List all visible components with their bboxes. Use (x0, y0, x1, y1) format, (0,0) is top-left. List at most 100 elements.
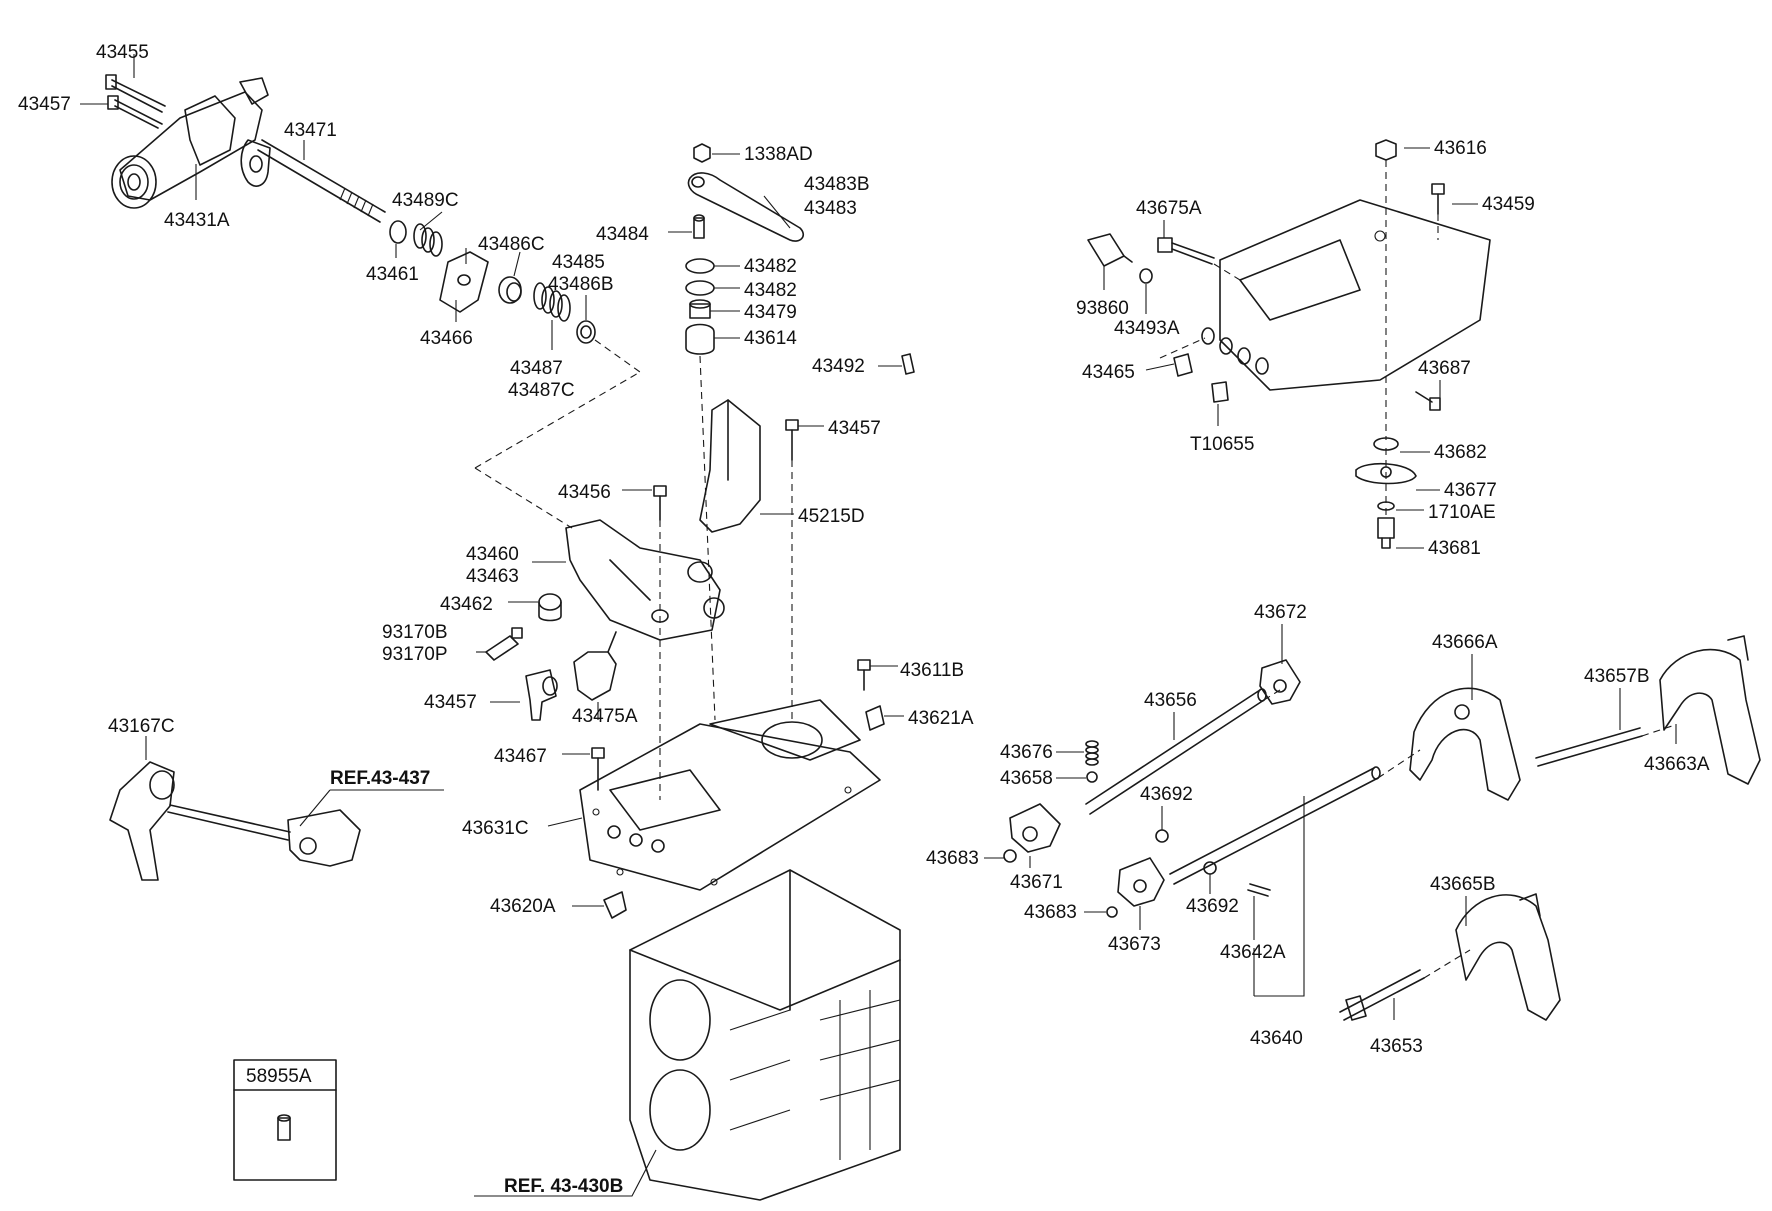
label-43614[interactable]: 43614 (744, 328, 797, 349)
shift-rod-assembly-43167C[interactable] (109, 761, 361, 881)
label-43483B[interactable]: 43483B (804, 174, 870, 195)
label-43677[interactable]: 43677 (1444, 480, 1497, 501)
label-43676[interactable]: 43676 (1000, 742, 1053, 763)
o-ring-43461[interactable] (389, 220, 407, 244)
label-43486B[interactable]: 43486B (548, 274, 614, 295)
plug-43462[interactable] (538, 593, 562, 622)
clip-43621A[interactable] (865, 705, 885, 731)
label-43457-top[interactable]: 43457 (18, 94, 71, 115)
bracket-43620A[interactable] (603, 891, 627, 919)
label-43681[interactable]: 43681 (1428, 538, 1481, 559)
label-43665B[interactable]: 43665B (1430, 874, 1496, 895)
upper-cover-housing[interactable] (1201, 199, 1491, 391)
label-43479[interactable]: 43479 (744, 302, 797, 323)
shift-rail-43657B[interactable] (1535, 727, 1643, 767)
shift-fork-43663A[interactable] (1659, 635, 1761, 785)
label-43431A[interactable]: 43431A (164, 210, 230, 231)
label-43683-top[interactable]: 43683 (926, 848, 979, 869)
label-43616[interactable]: 43616 (1434, 138, 1487, 159)
label-ref-43437[interactable]: REF.43-437 (330, 768, 430, 789)
sensor-93860[interactable] (1087, 233, 1133, 267)
label-93170B[interactable]: 93170B (382, 622, 448, 643)
block-43673[interactable] (1117, 857, 1165, 907)
pin-43642A[interactable] (1247, 883, 1271, 897)
bracket-45215D[interactable] (699, 399, 761, 533)
ball-43658[interactable] (1086, 771, 1098, 783)
label-43487[interactable]: 43487 (510, 358, 563, 379)
label-43656[interactable]: 43656 (1144, 690, 1197, 711)
label-43467[interactable]: 43467 (494, 746, 547, 767)
label-43466[interactable]: 43466 (420, 328, 473, 349)
bolt-43467[interactable] (591, 747, 605, 791)
bolt-43455[interactable] (105, 74, 166, 113)
lever-43483[interactable] (687, 172, 805, 242)
washer-43482-bottom[interactable] (685, 280, 715, 296)
label-43671[interactable]: 43671 (1010, 872, 1063, 893)
label-43460[interactable]: 43460 (466, 544, 519, 565)
transmission-case-ref-43430B[interactable] (629, 869, 901, 1201)
label-43687[interactable]: 43687 (1418, 358, 1471, 379)
screw-43683-bottom[interactable] (1106, 906, 1118, 918)
label-ref-43430B[interactable]: REF. 43-430B (504, 1176, 623, 1197)
label-58955A[interactable]: 58955A (246, 1066, 312, 1087)
label-1710AE[interactable]: 1710AE (1428, 502, 1496, 523)
label-43483[interactable]: 43483 (804, 198, 857, 219)
label-43462[interactable]: 43462 (440, 594, 493, 615)
plug-T10655[interactable] (1211, 381, 1229, 403)
label-43482-top[interactable]: 43482 (744, 256, 797, 277)
label-1338AD[interactable]: 1338AD (744, 144, 813, 165)
label-43456[interactable]: 43456 (558, 482, 611, 503)
label-43457-bracket[interactable]: 43457 (828, 418, 881, 439)
label-43692-bottom[interactable]: 43692 (1186, 896, 1239, 917)
label-43663A[interactable]: 43663A (1644, 754, 1710, 775)
shift-fork-43665B[interactable] (1455, 893, 1561, 1021)
spring-43676[interactable] (1085, 740, 1099, 766)
label-43487C[interactable]: 43487C (508, 380, 575, 401)
label-43463[interactable]: 43463 (466, 566, 519, 587)
bushing-43479[interactable] (689, 299, 711, 319)
detent-43457-mid[interactable] (525, 669, 558, 721)
nut-43616[interactable] (1375, 139, 1397, 161)
ball-43692-top[interactable] (1155, 829, 1169, 843)
label-43482-bottom[interactable]: 43482 (744, 280, 797, 301)
label-43489C[interactable]: 43489C (392, 190, 459, 211)
label-43666A[interactable]: 43666A (1432, 632, 1498, 653)
label-T10655[interactable]: T10655 (1190, 434, 1254, 455)
label-43461[interactable]: 43461 (366, 264, 419, 285)
washer-43482-top[interactable] (685, 258, 715, 274)
cap-43486C[interactable] (498, 276, 522, 304)
label-43683-bottom[interactable]: 43683 (1024, 902, 1077, 923)
part-box-58955A[interactable] (233, 1059, 337, 1181)
label-43492[interactable]: 43492 (812, 356, 865, 377)
o-ring-43493A[interactable] (1139, 268, 1153, 284)
label-43692-top[interactable]: 43692 (1140, 784, 1193, 805)
pin-43484[interactable] (693, 214, 705, 239)
bolt-43456[interactable] (653, 485, 667, 521)
screw-43683-top[interactable] (1003, 849, 1017, 863)
label-43675A[interactable]: 43675A (1136, 198, 1202, 219)
bolt-43457-bracket[interactable] (785, 419, 799, 461)
bolt-43675A[interactable] (1157, 237, 1215, 265)
shift-shaft-43471[interactable] (240, 139, 386, 223)
label-43471[interactable]: 43471 (284, 120, 337, 141)
label-43475A[interactable]: 43475A (572, 706, 638, 727)
label-93170P[interactable]: 93170P (382, 644, 448, 665)
label-43486C[interactable]: 43486C (478, 234, 545, 255)
shift-block-43672[interactable] (1259, 659, 1301, 705)
block-43671[interactable] (1009, 803, 1061, 853)
label-43457-mid[interactable]: 43457 (424, 692, 477, 713)
shift-cover-43631C[interactable] (579, 699, 881, 891)
washer-43486B[interactable] (576, 320, 596, 344)
nut-1338AD[interactable] (693, 143, 711, 163)
pin-43492[interactable] (901, 353, 915, 375)
label-43465[interactable]: 43465 (1082, 362, 1135, 383)
label-43485[interactable]: 43485 (552, 252, 605, 273)
bolt-43457-top[interactable] (107, 95, 163, 129)
boot-43614[interactable] (685, 323, 715, 355)
switch-93170B[interactable] (485, 627, 523, 661)
label-45215D[interactable]: 45215D (798, 506, 865, 527)
label-43658[interactable]: 43658 (1000, 768, 1053, 789)
label-43682[interactable]: 43682 (1434, 442, 1487, 463)
label-43611B[interactable]: 43611B (900, 660, 964, 681)
label-43493A[interactable]: 43493A (1114, 318, 1180, 339)
